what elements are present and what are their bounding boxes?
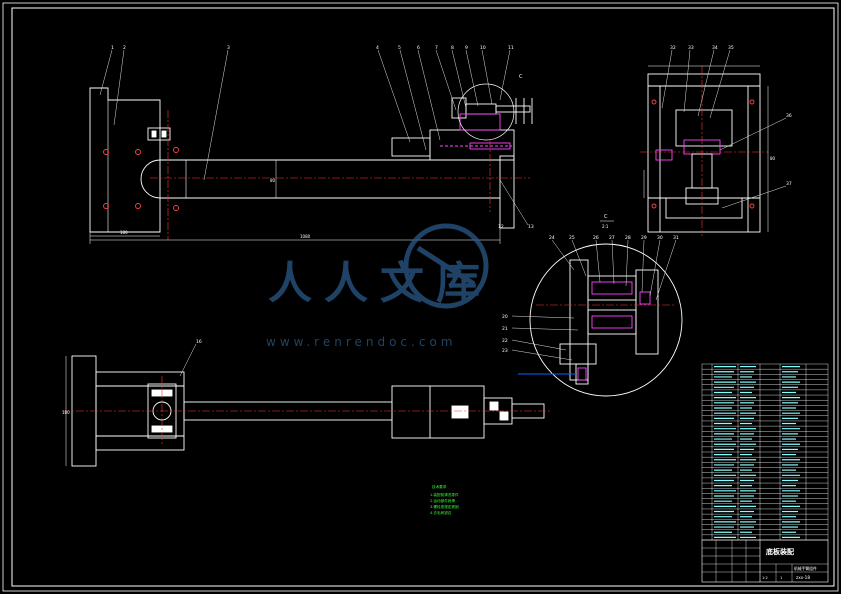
dim-base-width: 180: [120, 230, 128, 235]
front-balloons: 1 2 3 4 5 6 7 8 9 10 11 13 12: [111, 45, 534, 230]
balloon-9: 9: [465, 45, 468, 51]
balloon-31: 31: [673, 235, 679, 241]
balloon-29: 29: [641, 235, 647, 241]
watermark-url: www.renrendoc.com: [266, 335, 456, 349]
title-scale: 1:2: [762, 576, 768, 580]
dim-top-height: 80: [270, 178, 276, 183]
inner-border: [11, 7, 835, 587]
balloon-16: 16: [196, 339, 202, 345]
mount-holes: [103, 147, 179, 211]
balloon-4: 4: [376, 45, 379, 51]
detail-c-view: [518, 243, 683, 397]
dim-top-length: 1080: [300, 234, 311, 239]
detail-c-circle: [529, 243, 683, 397]
watermark-brand: 人人文库: [268, 258, 492, 309]
balloon-26: 26: [593, 235, 599, 241]
balloon-3: 3: [227, 45, 230, 51]
parts-list: [701, 363, 829, 541]
detail-leaders: [511, 239, 677, 361]
balloon-35: 35: [728, 45, 734, 51]
title-sheet: 1: [780, 576, 782, 580]
detail-title-c: C: [604, 214, 608, 220]
title-drawing-no: zxx-18: [796, 575, 810, 580]
balloon-5: 5: [398, 45, 401, 51]
tech-note-1: 1.装配前清洗零件: [430, 492, 459, 497]
title-part-name: 底板装配: [766, 547, 794, 556]
balloon-10: 10: [480, 45, 486, 51]
balloon-22: 22: [502, 338, 508, 344]
dim-left-height: 180: [62, 410, 70, 415]
balloon-12: 12: [498, 224, 504, 230]
dim-side-height: 80: [770, 156, 776, 161]
balloon-34: 34: [712, 45, 718, 51]
balloon-25: 25: [569, 235, 575, 241]
cylinder-body: [391, 137, 431, 157]
balloon-28: 28: [625, 235, 631, 241]
detail-scale: 2:1: [602, 224, 609, 229]
front-dimensions: [89, 160, 501, 244]
side-view: [647, 73, 761, 233]
side-leaders: [661, 49, 787, 209]
balloon-30: 30: [657, 235, 663, 241]
tech-note-3: 3.螺栓按规定紧固: [430, 504, 459, 509]
balloon-36: 36: [786, 113, 792, 119]
balloon-2: 2: [123, 45, 126, 51]
balloon-8: 8: [451, 45, 454, 51]
gripper-housing: [429, 129, 515, 161]
watermark-logo: 人人文库 www.renrendoc.com: [266, 223, 492, 349]
front-leaders: [99, 49, 529, 226]
balloon-11: 11: [508, 45, 514, 51]
balloon-32: 32: [670, 45, 676, 51]
balloon-7: 7: [435, 45, 438, 51]
balloon-20: 20: [502, 314, 508, 320]
detail-balloons: 24 25 26 27 28 29 30 31 20 21 22 23: [502, 235, 679, 354]
balloon-23: 23: [502, 348, 508, 354]
side-cylinder: [675, 109, 733, 147]
tech-note-2: 2.运动部件润滑: [430, 498, 455, 503]
tech-notes: 技术要求 1.装配前清洗零件 2.运动部件润滑 3.螺栓按规定紧固 4.去毛刺锐…: [430, 484, 459, 515]
balloon-37: 37: [786, 181, 792, 187]
balloon-24: 24: [549, 235, 555, 241]
balloon-6: 6: [417, 45, 420, 51]
side-frame: [647, 73, 761, 233]
title-subtitle: 机械手臂组件: [794, 566, 817, 571]
mount-plate: [89, 87, 161, 233]
arm-rod: [140, 159, 186, 199]
tech-notes-heading: 技术要求: [432, 484, 447, 489]
balloon-27: 27: [609, 235, 615, 241]
balloon-13: 13: [528, 224, 534, 230]
tech-note-4: 4.去毛刺锐边: [430, 510, 452, 515]
side-dimensions: [643, 65, 769, 232]
balloon-33: 33: [688, 45, 694, 51]
plan-gripper-housing: [391, 385, 485, 439]
clamp-block: [147, 127, 171, 141]
front-view: [89, 83, 533, 233]
title-block: [701, 539, 829, 583]
balloon-1: 1: [111, 45, 114, 51]
detail-label-c: C: [519, 74, 523, 80]
balloon-21: 21: [502, 326, 508, 332]
detail-circle-c: [457, 83, 515, 141]
side-balloons: 32 33 34 35 36 37: [670, 45, 792, 187]
